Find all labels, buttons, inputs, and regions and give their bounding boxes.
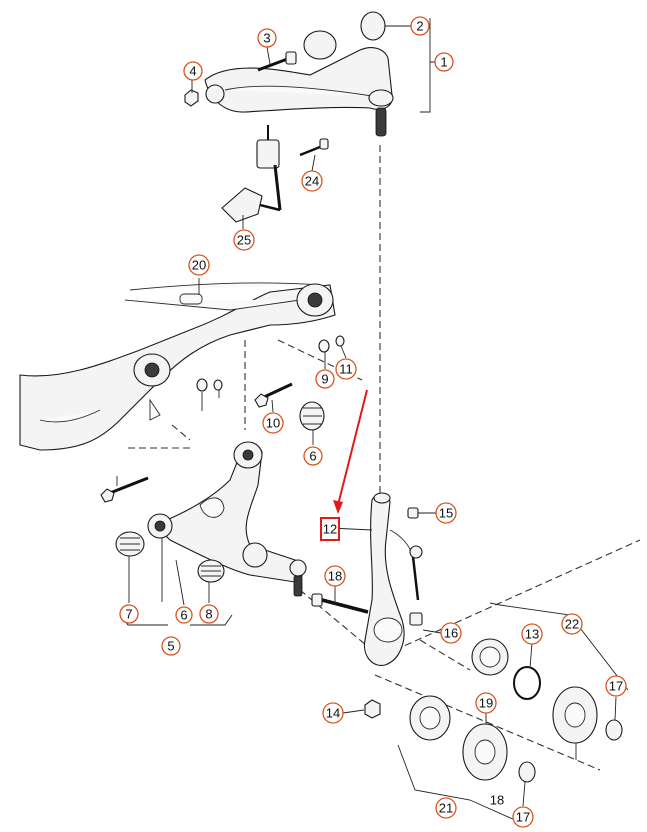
callout-12-highlighted: 12: [320, 517, 340, 541]
callout-10-upper: 10: [262, 412, 284, 434]
svg-text:17: 17: [609, 679, 623, 694]
bushing-8: [197, 559, 225, 583]
wheel-hub-22: [552, 686, 623, 744]
svg-text:18: 18: [328, 569, 342, 584]
lower-control-arm: [147, 441, 307, 597]
svg-text:2: 2: [416, 19, 423, 34]
callout-11-right: 11: [335, 358, 357, 380]
callout-6-lower: 6: [175, 606, 193, 624]
callout-14: 14: [322, 702, 344, 724]
svg-text:15: 15: [439, 506, 453, 521]
bolt-3: [257, 51, 297, 72]
callout-7: 7: [119, 604, 139, 624]
subframe-bolt-lower: [100, 476, 149, 503]
bolt-18: [311, 593, 369, 614]
svg-text:4: 4: [189, 64, 196, 79]
callout-13: 13: [521, 623, 543, 645]
callout-leaders: [116, 25, 617, 807]
callout-25: 25: [233, 229, 255, 251]
svg-text:6: 6: [309, 449, 316, 464]
callout-4: 4: [183, 61, 203, 81]
callout-18-upper: 18: [324, 565, 346, 587]
svg-text:13: 13: [525, 627, 539, 642]
assembly-guide-lines: [128, 145, 641, 771]
callout-22: 22: [561, 613, 583, 635]
wheel-bearing: [471, 638, 509, 676]
callout-19-left: 19: [475, 692, 497, 714]
callout-21: 21: [435, 797, 457, 819]
bushing-6-upper: [299, 401, 325, 431]
svg-text:12: 12: [323, 522, 337, 537]
svg-text:14: 14: [326, 706, 340, 721]
svg-text:8: 8: [205, 607, 212, 622]
svg-text:6: 6: [180, 608, 187, 623]
svg-text:22: 22: [565, 617, 579, 632]
subframe-bolt-upper: [254, 382, 293, 408]
callout-3: 3: [257, 28, 277, 48]
subframe: [19, 282, 336, 451]
level-sensor-assembly: [221, 125, 329, 223]
callout-16: 16: [440, 622, 462, 644]
svg-text:21: 21: [439, 801, 453, 816]
highlight-arrow: [333, 389, 368, 514]
svg-text:10: 10: [266, 416, 280, 431]
svg-text:24: 24: [305, 174, 319, 189]
svg-text:16: 16: [444, 626, 458, 641]
callout-15: 15: [435, 502, 457, 524]
svg-text:18: 18: [490, 793, 504, 808]
group-brackets: [119, 18, 629, 821]
callout-2: 2: [410, 16, 430, 36]
callouts: 1 2 3 4 24 25 20 9 11 10 6 15 12 7 6 8 5…: [119, 16, 627, 828]
washers-and-nuts: [196, 335, 345, 392]
svg-text:1: 1: [440, 55, 447, 70]
callout-17-lower: 17: [512, 806, 534, 828]
callout-18-lower: 18: [490, 793, 504, 808]
svg-text:25: 25: [237, 233, 251, 248]
callout-8: 8: [199, 604, 219, 624]
svg-text:7: 7: [125, 607, 132, 622]
nut-14: [364, 699, 381, 719]
svg-text:19: 19: [479, 696, 493, 711]
callout-20: 20: [188, 254, 210, 276]
svg-text:3: 3: [263, 31, 270, 46]
wheel-bearing-housing: [363, 492, 423, 666]
callout-17-right: 17: [605, 675, 627, 697]
nut-4: [184, 89, 199, 107]
callout-6-upper: 6: [303, 446, 323, 466]
callout-24: 24: [301, 170, 323, 192]
callout-9-right: 9: [315, 369, 335, 389]
svg-text:5: 5: [167, 639, 174, 654]
upper-control-arm: [204, 11, 394, 137]
bushing-7: [115, 531, 145, 557]
wheel-bearing-unit-21: [409, 695, 536, 783]
callout-5: 5: [161, 636, 181, 656]
svg-text:9: 9: [321, 372, 328, 387]
callout-1: 1: [434, 52, 454, 72]
svg-text:20: 20: [192, 258, 206, 273]
circlip: [513, 666, 541, 700]
svg-text:11: 11: [339, 362, 353, 377]
svg-text:17: 17: [516, 810, 530, 825]
